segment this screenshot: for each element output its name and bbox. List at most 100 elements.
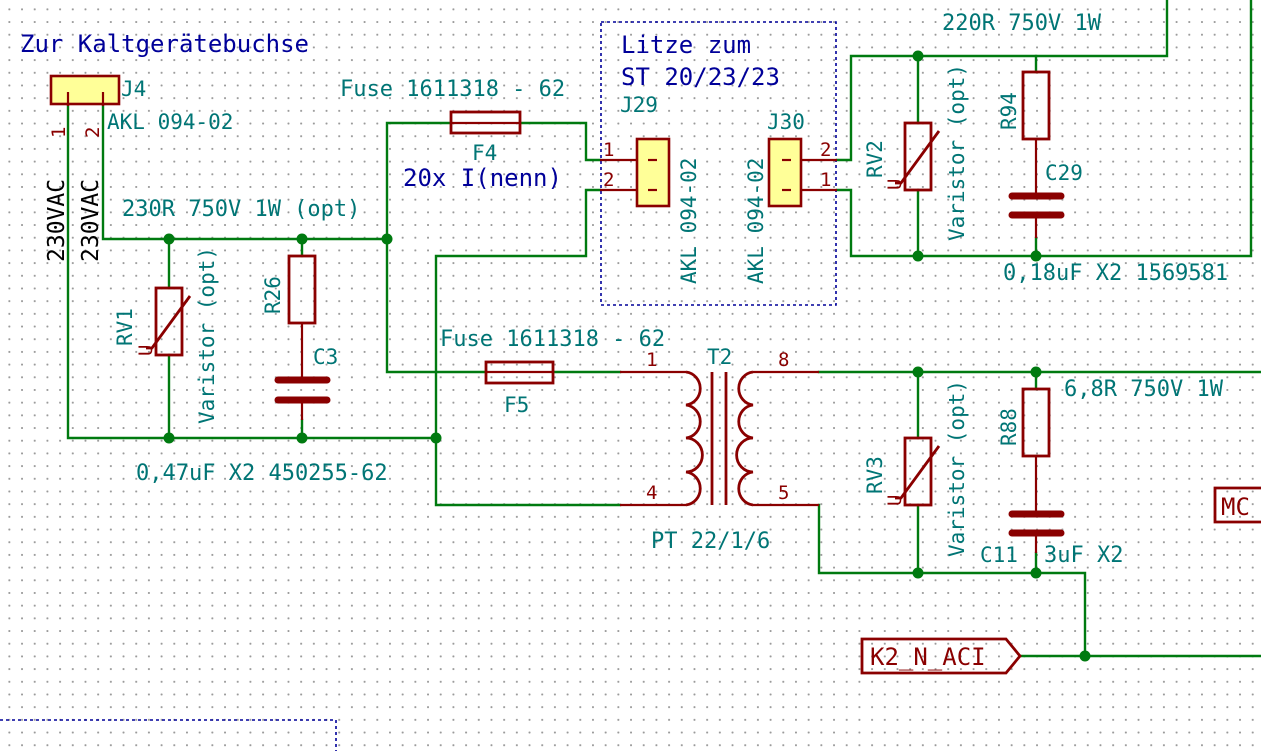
j30-body: [767, 137, 803, 208]
j4-value: AKL 094-02: [107, 110, 233, 134]
j29-pin2-number: 2: [603, 169, 614, 191]
rv1-u-mark: U: [135, 345, 157, 356]
resistor-r88: R88 6,8R 750V 1W: [997, 377, 1224, 514]
r94-value: 220R 750V 1W: [942, 11, 1102, 36]
fuse-f4: F4 Fuse 1611318 - 62: [340, 77, 565, 165]
junction: [163, 233, 175, 245]
junction: [912, 567, 924, 579]
net-label-text: K2_N_ACI: [870, 643, 986, 671]
partial-label-text: MC: [1221, 493, 1250, 521]
j29-body: [635, 137, 671, 208]
rv3-value: Varistor (opt): [945, 380, 969, 557]
rv2-ref: RV2: [863, 140, 887, 178]
rv1-slash: [146, 295, 192, 350]
r26-value: 230R 750V 1W (opt): [122, 197, 360, 222]
r26-body: [287, 254, 317, 325]
t2-pin8-number: 8: [778, 349, 789, 371]
varistor-rv2: RV2 Varistor (opt) U: [863, 64, 969, 241]
input-label-pin1: 230VAC: [44, 179, 70, 262]
transformer-t2: 1 4 8 5 T2 PT 22/1/6: [620, 345, 819, 554]
wire-j30-pin2: [835, 0, 1169, 162]
junction: [430, 432, 442, 444]
f5-ref: F5: [504, 393, 529, 417]
c11-ref: C11: [980, 543, 1018, 567]
junctions: [163, 50, 1091, 662]
t2-secondary-winding: [735, 370, 754, 507]
t2-pin4-number: 4: [646, 482, 657, 504]
junction: [912, 50, 924, 62]
r94-ref: R94: [997, 92, 1021, 130]
note-fuse-rating: 20x I(nenn): [403, 164, 562, 192]
partial-label-outline: [1213, 486, 1261, 524]
f4-ref: F4: [472, 141, 497, 165]
wire-t2-pin5: [817, 503, 1087, 658]
varistor-rv3: RV3 Varistor (opt) U: [863, 380, 969, 557]
capacitor-c3: C3 0,47uF X2 450255-62: [136, 345, 388, 486]
c29-ref: C29: [1045, 161, 1083, 185]
capacitor-c29: C29 0,18uF X2 1569581: [1003, 161, 1228, 286]
wire-j29-pin2-return: [434, 188, 622, 507]
junction: [381, 233, 393, 245]
resistor-r26: R26 230R 750V 1W (opt): [122, 197, 360, 380]
rv1-ref: RV1: [113, 308, 137, 346]
j29-value: AKL 094-02: [677, 158, 701, 284]
rv3-body: [903, 436, 933, 507]
litze-box: [600, 21, 837, 306]
j29-ref: J29: [620, 93, 658, 117]
rv2-value: Varistor (opt): [945, 64, 969, 241]
input-label-pin2: 230VAC: [78, 179, 104, 262]
r88-body: [1021, 387, 1051, 458]
junction: [912, 250, 924, 262]
r88-value: 6,8R 750V 1W: [1064, 377, 1224, 402]
t2-primary-winding: [685, 370, 704, 507]
r88-ref: R88: [997, 408, 1021, 446]
c11-value: 3uF X2: [1044, 543, 1123, 568]
fuse-f5: F5 Fuse 1611318 - 62: [440, 327, 665, 417]
j4-ref: J4: [121, 77, 146, 101]
wire-to-f5: [385, 237, 488, 374]
connector-j30: 2 1 J30 AKL 094-02: [744, 110, 837, 284]
rv1-value: Varistor (opt): [195, 247, 219, 424]
c29-value: 0,18uF X2 1569581: [1003, 261, 1228, 286]
f5-value: Fuse 1611318 - 62: [440, 327, 665, 352]
r26-ref: R26: [261, 276, 285, 314]
junction: [163, 432, 175, 444]
junction: [296, 432, 308, 444]
j30-pin1-number: 1: [820, 169, 831, 191]
junction: [1030, 250, 1042, 262]
connector-j29: 1 2 J29 AKL 094-02: [600, 93, 701, 284]
connector-j4: J4 AKL 094-02 1 2 230VAC 230VAC: [44, 74, 233, 262]
note-kaltgeraet: Zur Kaltgerätebuchse: [20, 30, 309, 58]
j4-pin1-number: 1: [48, 127, 70, 138]
c3-ref: C3: [313, 345, 338, 369]
j30-value: AKL 094-02: [744, 158, 768, 284]
j30-pin2-number: 2: [820, 139, 831, 161]
capacitor-c11: C11 3uF X2: [980, 510, 1123, 568]
t2-ref: T2: [707, 345, 732, 369]
wire-f4-to-j29: [518, 121, 602, 162]
wire-to-f4: [385, 121, 453, 241]
note-litze-line2: ST 20/23/23: [621, 63, 780, 91]
resistor-r94: R94 220R 750V 1W: [942, 11, 1102, 196]
t2-pin5-number: 5: [778, 482, 789, 504]
net-label-k2-n-aci: K2_N_ACI: [860, 637, 1022, 675]
partial-label-mc: MC: [1213, 486, 1261, 524]
junction: [1030, 366, 1042, 378]
j4-pin2-number: 2: [82, 127, 104, 138]
junction: [1030, 567, 1042, 579]
wire-j4-pin2-rail: [101, 104, 389, 241]
junction: [912, 366, 924, 378]
rv2-slash: [895, 130, 941, 185]
wire-j30-pin1: [835, 0, 1253, 258]
net-label-outline: [860, 637, 1022, 675]
bottom-dashed-box: [0, 719, 337, 751]
j30-ref: J30: [767, 110, 805, 134]
wire-j4-pin1-rail: [66, 104, 438, 440]
t2-value: PT 22/1/6: [651, 529, 770, 554]
rv3-u-mark: U: [884, 495, 906, 506]
f4-value: Fuse 1611318 - 62: [340, 77, 565, 102]
c3-value: 0,47uF X2 450255-62: [136, 461, 388, 486]
rv2-u-mark: U: [884, 179, 906, 190]
varistor-rv1: RV1 Varistor (opt) U: [113, 247, 219, 424]
